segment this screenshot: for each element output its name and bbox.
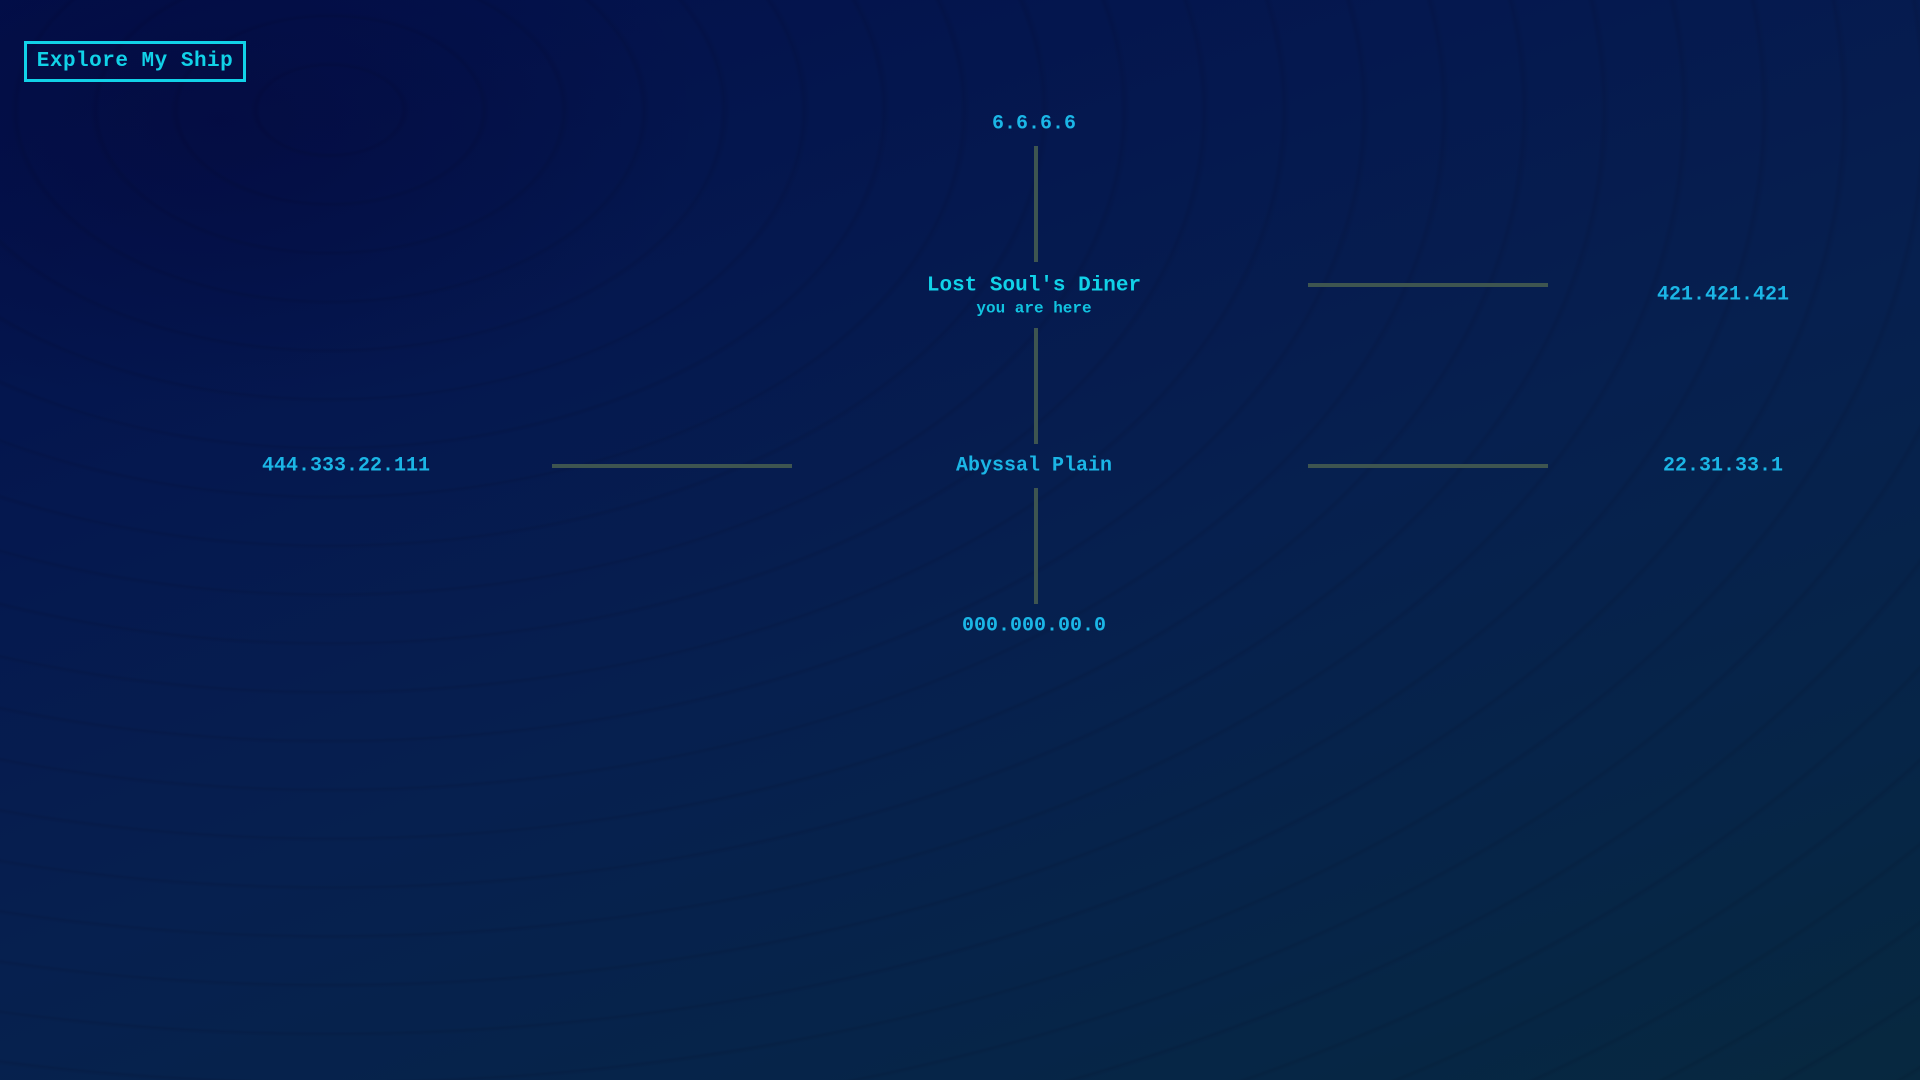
node-east-upper-label: 421.421.421 [1656, 283, 1790, 307]
node-abyssal-plain-label: Abyssal Plain [955, 454, 1113, 478]
node-north[interactable]: 6.6.6.6 [992, 113, 1076, 136]
node-west[interactable]: 444.333.22.111 [262, 455, 430, 478]
explore-my-ship-button[interactable]: Explore My Ship [24, 41, 246, 82]
node-east-lower[interactable]: 22.31.33.1 [1663, 455, 1783, 478]
link-current-to-plain [1034, 328, 1038, 444]
you-are-here-label: you are here [976, 299, 1092, 318]
current-location-name: Lost Soul's Diner [926, 274, 1142, 298]
node-current-location: Lost Soul's Diner you are here [927, 275, 1141, 318]
link-east-upper [1308, 283, 1548, 287]
link-east-lower [1308, 464, 1548, 468]
node-west-label: 444.333.22.111 [261, 454, 431, 478]
link-south [1034, 488, 1038, 604]
node-abyssal-plain[interactable]: Abyssal Plain [956, 455, 1112, 478]
node-south[interactable]: 000.000.00.0 [962, 615, 1106, 638]
link-west [552, 464, 792, 468]
link-north [1034, 146, 1038, 262]
node-south-label: 000.000.00.0 [961, 614, 1107, 638]
node-east-lower-label: 22.31.33.1 [1662, 454, 1784, 478]
node-north-label: 6.6.6.6 [991, 112, 1077, 136]
node-east-upper[interactable]: 421.421.421 [1657, 284, 1789, 307]
